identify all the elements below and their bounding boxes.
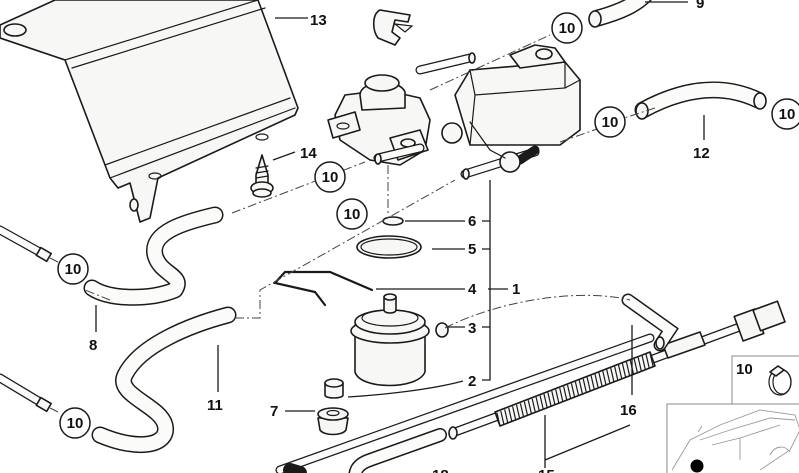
svg-text:10: 10 xyxy=(344,206,361,223)
long-pipe[interactable] xyxy=(275,333,655,473)
callout-12: 12 xyxy=(693,145,710,162)
o-ring-6[interactable] xyxy=(382,216,404,226)
callout-2: 2 xyxy=(468,373,476,390)
inset-vehicle-locator xyxy=(666,403,799,473)
callout-1: 1 xyxy=(512,281,520,298)
hose-8[interactable] xyxy=(83,206,224,306)
top-clip[interactable] xyxy=(372,9,414,46)
hose-11[interactable] xyxy=(91,306,237,454)
o-ring-5[interactable] xyxy=(356,235,422,259)
callout-7: 7 xyxy=(270,403,278,420)
callout-labels: 13 14 9 12 6 5 4 1 3 2 8 11 7 16 18 15 xyxy=(89,0,710,473)
callout-10-circle[interactable]: 10 xyxy=(771,98,799,130)
filter-housing-3[interactable] xyxy=(350,293,449,387)
callout-13: 13 xyxy=(310,12,327,29)
corrugated-pipe-15[interactable] xyxy=(448,300,786,440)
svg-text:10: 10 xyxy=(559,20,576,37)
clamp-callouts: 10 10 10 10 10 10 10 xyxy=(57,12,799,439)
callout-10-circle[interactable]: 10 xyxy=(336,198,368,230)
assembly-lines xyxy=(49,34,656,413)
spacer-2[interactable] xyxy=(324,378,344,399)
callout-6: 6 xyxy=(468,213,476,230)
callout-10-circle[interactable]: 10 xyxy=(551,12,583,44)
hose-12[interactable] xyxy=(634,81,767,120)
svg-text:10: 10 xyxy=(736,361,753,378)
vent-hose-16[interactable] xyxy=(621,293,679,352)
svg-text:10: 10 xyxy=(779,106,796,123)
callout-15: 15 xyxy=(538,467,555,473)
svg-text:10: 10 xyxy=(65,261,82,278)
callout-14: 14 xyxy=(300,145,317,162)
svg-text:10: 10 xyxy=(67,415,84,432)
wire-clip-4[interactable] xyxy=(272,270,374,307)
callout-5: 5 xyxy=(468,241,476,258)
callout-11: 11 xyxy=(207,397,223,414)
callout-10-circle[interactable]: 10 xyxy=(57,253,89,285)
hose-9[interactable] xyxy=(588,0,652,28)
svg-text:10: 10 xyxy=(322,169,339,186)
callout-16: 16 xyxy=(620,402,637,419)
left-pipe-upper xyxy=(0,225,52,263)
screw-14[interactable] xyxy=(250,154,274,198)
callout-18: 18 xyxy=(432,467,449,473)
callout-9: 9 xyxy=(696,0,704,12)
callout-10-circle[interactable]: 10 xyxy=(594,106,626,138)
callout-10-circle[interactable]: 10 xyxy=(314,161,346,193)
grommet-7[interactable] xyxy=(317,407,349,436)
valve-assembly[interactable] xyxy=(327,44,581,180)
callout-10-circle[interactable]: 10 xyxy=(59,407,91,439)
svg-text:10: 10 xyxy=(602,114,619,131)
callout-8: 8 xyxy=(89,337,97,354)
inset-hose-clamp[interactable]: 10 xyxy=(731,355,799,405)
left-pipe-lower xyxy=(0,373,52,413)
location-marker-icon xyxy=(690,459,704,473)
bracket-13[interactable] xyxy=(0,0,299,223)
leader-lines xyxy=(95,1,705,468)
car-outline-icon xyxy=(671,409,799,471)
hose-clamp-icon xyxy=(768,365,792,396)
callout-4: 4 xyxy=(468,281,477,298)
callout-3: 3 xyxy=(468,320,476,337)
